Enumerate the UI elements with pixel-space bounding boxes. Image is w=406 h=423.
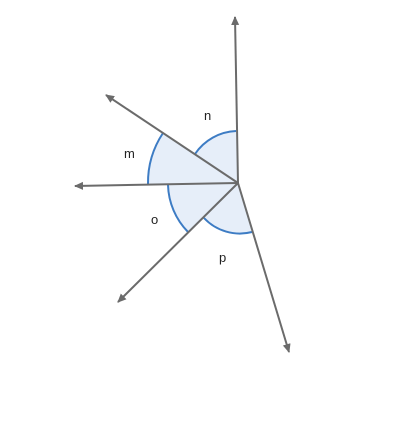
angle-label-m: m [124, 146, 135, 161]
ray-lower-left [117, 182, 239, 303]
angle-p-sector [204, 183, 252, 234]
angle-label-o: o [151, 212, 158, 227]
angle-labels: n m o p [124, 108, 226, 265]
ray-lower-right [237, 182, 291, 353]
angle-m-sector [147, 133, 238, 184]
angle-p-arc [203, 217, 253, 235]
angle-sectors [146, 130, 253, 235]
angle-o-sector [168, 183, 238, 232]
ray-upper-left [105, 94, 239, 184]
rays [74, 16, 291, 353]
angle-m-arc [146, 132, 164, 185]
angle-n-arc [194, 130, 237, 155]
angle-o-arc [167, 184, 189, 233]
angle-n-sector [195, 131, 238, 183]
ray-up [231, 16, 240, 184]
angle-label-p: p [219, 250, 226, 265]
ray-left [74, 181, 239, 190]
angle-label-n: n [204, 108, 211, 123]
